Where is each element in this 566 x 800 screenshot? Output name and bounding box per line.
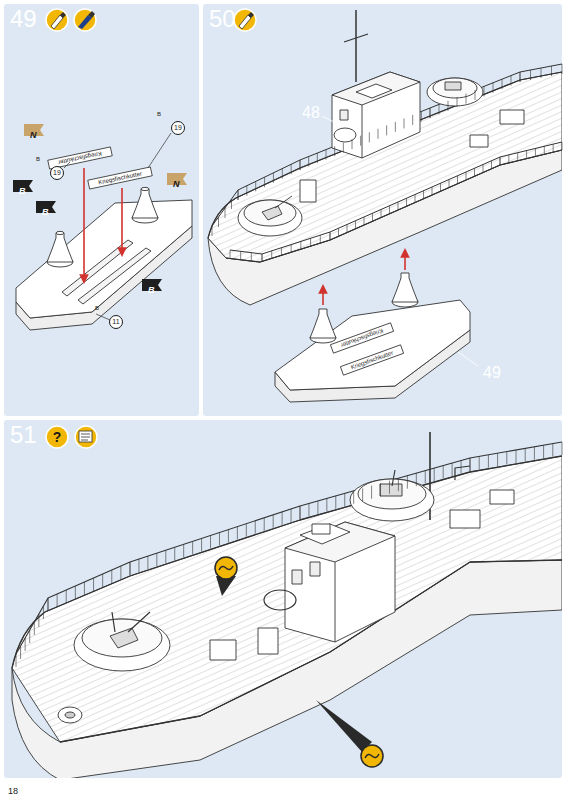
decal-icon (75, 426, 97, 448)
callout-number: 49 (483, 365, 501, 381)
name-plaque (88, 167, 152, 189)
ventilator (300, 180, 316, 202)
sprue-letter: B (36, 156, 40, 162)
gun-tub (350, 470, 434, 521)
placement-arrow (404, 250, 406, 270)
flag-letter: N (24, 129, 37, 141)
part-number: 19 (173, 122, 183, 134)
marker-callout (316, 700, 383, 767)
paint-flag: B (142, 279, 162, 291)
step-panel: 49NB19BBB19NBB11 (4, 4, 199, 416)
hatch (470, 135, 488, 147)
deck-rail (212, 64, 562, 226)
sprue-letter: B (95, 305, 99, 311)
glue-icon (234, 9, 256, 31)
name-plaque (340, 345, 403, 375)
hatch (450, 510, 480, 528)
boat-hull (12, 456, 562, 778)
paint-flag: N (167, 173, 187, 185)
name-plaque (330, 323, 393, 353)
glue-icon (46, 9, 68, 31)
display-stand (275, 273, 470, 402)
step-number: 50 (209, 7, 236, 31)
flag-letter: B (36, 206, 49, 218)
flag-letter: B (13, 185, 26, 197)
deck-rail (230, 142, 562, 254)
paint-flag: N (24, 124, 44, 136)
callout-number: 48 (302, 105, 320, 121)
gun-tub (427, 78, 483, 106)
hatch (210, 640, 236, 660)
help-mark: ? (53, 430, 62, 444)
wheelhouse (332, 4, 420, 158)
part-callout: B 19 (157, 111, 187, 137)
boat-hull (208, 72, 562, 305)
part-number: 19 (52, 167, 62, 179)
leader-line (322, 116, 478, 366)
hatch (490, 490, 514, 504)
plaque-text: Kriegsfischkutter (350, 350, 394, 371)
plaque-text: Kriegsfischkutter (340, 328, 384, 349)
sprue-letter: B (157, 111, 161, 117)
flag-letter: B (142, 284, 155, 296)
part-circle: 19 (171, 121, 185, 135)
step-panel (203, 4, 562, 416)
step-panel (4, 4, 199, 416)
paint-flag: B (13, 180, 33, 192)
plaque-text: Kriegsfischkutter (58, 150, 103, 165)
gun-tub (238, 196, 302, 236)
help-icon (46, 426, 68, 448)
pipe (455, 466, 470, 480)
paint-icon (74, 9, 96, 31)
part-circle: 11 (109, 315, 123, 329)
marker-callout (215, 557, 237, 596)
flag-letter: N (167, 178, 180, 190)
placement-arrow (83, 168, 85, 282)
paint-flag: B (36, 201, 56, 213)
part-circle: 19 (50, 166, 64, 180)
display-stand (16, 187, 192, 330)
winch (58, 707, 82, 723)
step-number: 49 (10, 7, 37, 31)
hatch (500, 110, 524, 124)
rail-posts (16, 64, 562, 667)
step-number: 51 (10, 423, 37, 447)
wheelhouse (258, 522, 395, 654)
mast (344, 10, 368, 82)
plaque-text: Kriegsfischkutter (98, 170, 143, 185)
part-callout: B 11 (95, 305, 125, 331)
step-panel: 51 (4, 420, 562, 778)
page-number: 18 (8, 787, 18, 796)
part-number: 11 (111, 316, 121, 328)
placement-arrow (322, 286, 324, 305)
placement-arrow (121, 188, 123, 255)
gun-tub (74, 612, 170, 671)
